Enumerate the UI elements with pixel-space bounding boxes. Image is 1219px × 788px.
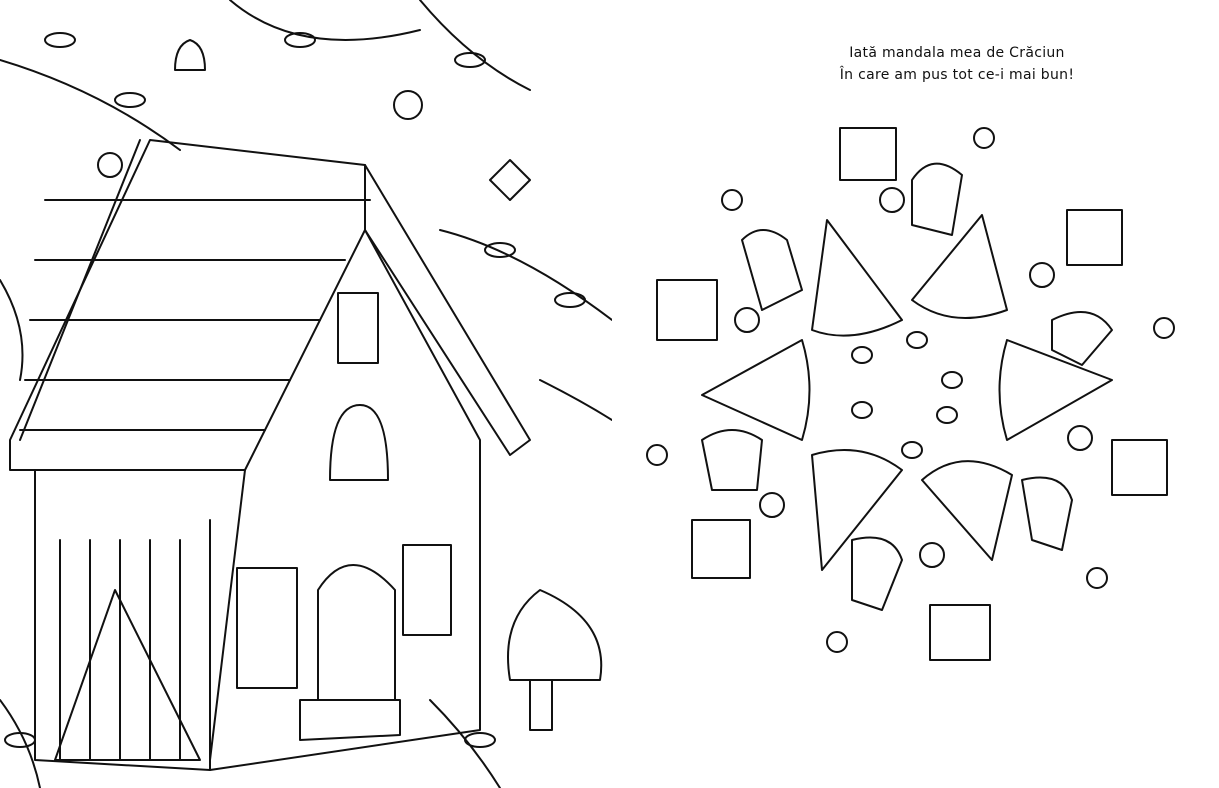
mandala-candies xyxy=(851,331,963,459)
foliage-branches xyxy=(0,0,612,788)
mandala-snowflakes xyxy=(646,127,1175,653)
gingerbread-house-coloring-page xyxy=(0,0,612,788)
caption-line-1: Iată mandala mea de Crăciun xyxy=(849,45,1065,61)
gingerbread-house-illustration xyxy=(0,0,612,788)
mandala-caption: Iată mandala mea de Crăciun În care am p… xyxy=(822,42,1092,86)
christmas-tree-left xyxy=(54,589,201,761)
christmas-tree-right xyxy=(507,589,603,731)
house-roof xyxy=(9,139,531,471)
christmas-mandala-illustration xyxy=(646,127,1175,661)
caption-line-2: În care am pus tot ce-i mai bun! xyxy=(839,67,1075,83)
ornament-bell-icon xyxy=(97,39,531,201)
house-body xyxy=(34,229,481,771)
mandala-mittens xyxy=(701,162,1113,611)
mandala-gift-boxes xyxy=(656,127,1168,661)
mandala-coloring-page: Iată mandala mea de Crăciun În care am p… xyxy=(612,0,1219,788)
mandala-trees xyxy=(701,214,1113,571)
